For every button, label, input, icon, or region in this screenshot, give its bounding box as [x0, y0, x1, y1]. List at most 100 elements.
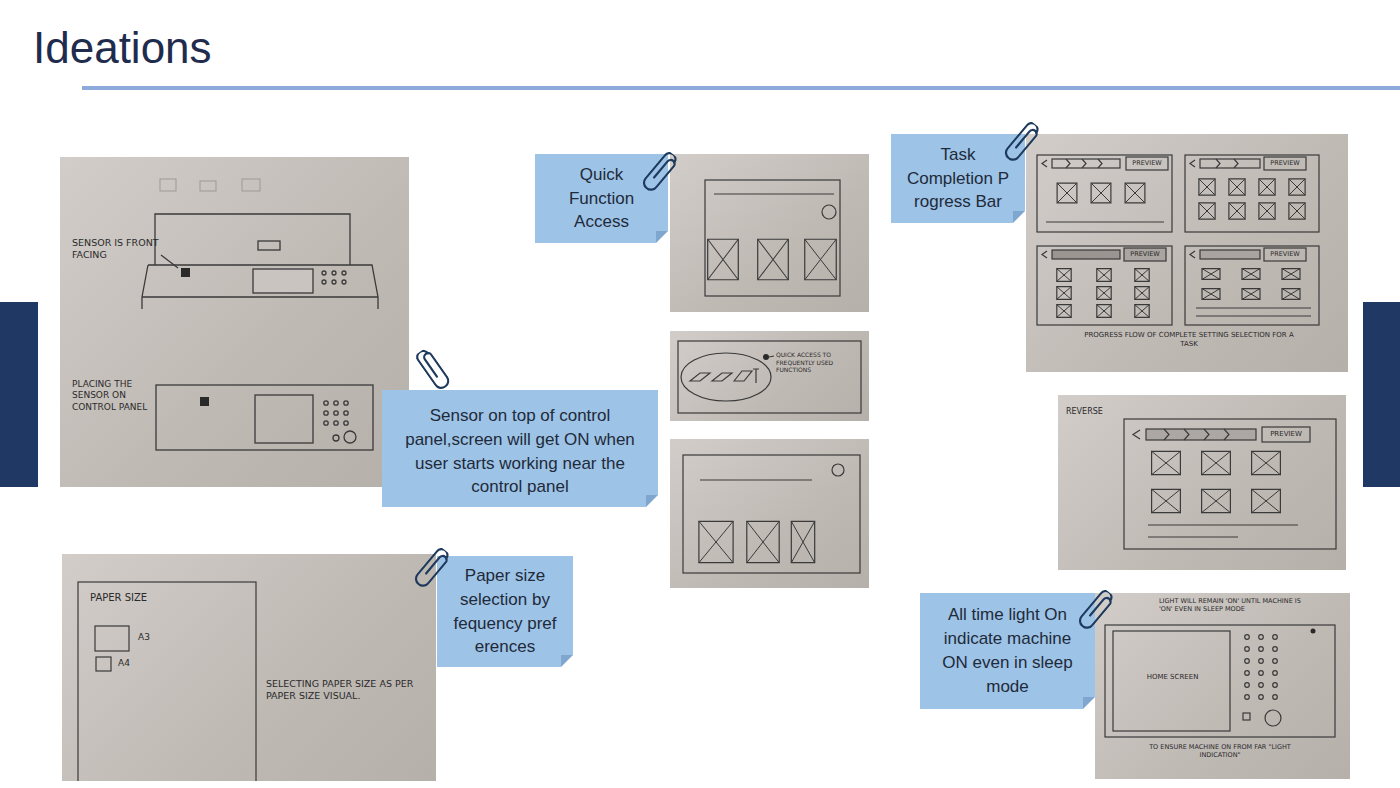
sketch-stroke	[1245, 647, 1250, 652]
sketch-stroke	[332, 271, 336, 275]
sketch-stroke	[161, 255, 178, 268]
handwritten-note: PREVIEW	[1264, 157, 1306, 170]
sketch-stroke	[1245, 683, 1250, 688]
sketch-stroke	[1190, 251, 1195, 258]
handwritten-note: PREVIEW	[1124, 248, 1166, 261]
sketch-stroke	[181, 268, 190, 277]
sketch-stroke	[747, 521, 779, 562]
sketch-stroke	[678, 341, 861, 413]
sticky-note: Sensor on top of control panel,screen wi…	[382, 390, 658, 507]
sketch-photo: QUICK ACCESS TO FREQUENTLY USED FUNCTION…	[670, 331, 869, 421]
sketch-stroke	[253, 269, 313, 293]
sketch-stroke	[705, 180, 840, 296]
text-slot: SENSOR IS FRONT FACING	[72, 237, 160, 261]
sketch-stroke	[142, 214, 378, 450]
quick-access-sketch	[670, 331, 869, 421]
handwritten-note: HOME SCREEN	[1130, 673, 1215, 682]
sketch-stroke	[1273, 659, 1278, 664]
sketch-stroke	[1185, 155, 1319, 232]
sketch-stroke	[1037, 155, 1319, 325]
sketch-stroke	[1265, 710, 1281, 726]
sketch-stroke	[1199, 203, 1215, 219]
sketch-stroke	[700, 479, 812, 480]
text-slot: REVERSE	[1066, 407, 1122, 417]
text-slot: LIGHT WILL REMAIN 'ON' UNTIL MACHINE IS …	[1159, 597, 1309, 613]
sketch-stroke	[1152, 451, 1181, 474]
sketch-stroke	[712, 373, 732, 381]
sketch-stroke	[1252, 451, 1281, 474]
handwritten-note: PREVIEW	[1262, 427, 1310, 442]
sketch-stroke	[1200, 250, 1260, 259]
sketch-stroke	[678, 341, 861, 413]
sketch-stroke	[1124, 419, 1336, 549]
sketch-stroke	[1243, 713, 1250, 720]
sketch-stroke	[255, 395, 313, 443]
sticky-text: Quick Function Access	[545, 163, 658, 234]
sketch-stroke	[1259, 695, 1264, 700]
sketch-stroke	[683, 455, 860, 573]
sketch-stroke	[1245, 695, 1250, 700]
sketch-stroke	[142, 265, 378, 309]
paperclip	[641, 151, 679, 193]
sketch-stroke	[1259, 683, 1264, 688]
sketch-stroke	[1289, 179, 1305, 195]
sketch-stroke	[160, 179, 176, 191]
sketch-photo: PAPER SIZEA3A4SELECTING PAPER SIZE AS PE…	[62, 554, 436, 781]
sketch-stroke	[1042, 160, 1047, 167]
sketch-stroke	[1245, 671, 1250, 676]
text-slot: PREVIEW	[1126, 157, 1168, 170]
sketch-stroke	[332, 280, 336, 284]
sketch-stroke	[1273, 683, 1278, 688]
text-slot: PROGRESS FLOW OF COMPLETE SETTING SELECT…	[1082, 331, 1296, 349]
sketch-stroke	[1202, 289, 1220, 300]
sketch-stroke	[1057, 183, 1077, 203]
sketch-stroke	[681, 353, 771, 401]
sketch-stroke	[1242, 269, 1260, 280]
text-slot: PLACING THE SENSOR ON CONTROL PANEL	[72, 379, 152, 413]
sketch-stroke	[96, 657, 111, 671]
quick-access-sketch	[670, 154, 869, 312]
sketch-stroke	[714, 193, 834, 194]
sketch-stroke	[1152, 489, 1181, 512]
handwritten-note: REVERSE	[1066, 407, 1122, 417]
sketch-stroke	[342, 271, 346, 275]
sketch-stroke	[670, 439, 869, 588]
text-slot: PREVIEW	[1264, 248, 1306, 261]
control-panel-sketch	[1095, 593, 1350, 779]
sketch-stroke	[1037, 246, 1172, 325]
handwritten-note: QUICK ACCESS TO FREQUENTLY USED FUNCTION…	[776, 351, 860, 374]
sketch-stroke	[1097, 305, 1111, 318]
sketch-stroke	[200, 181, 216, 191]
sketch-stroke	[1046, 221, 1164, 222]
sketch-stroke	[734, 371, 752, 381]
sketch-stroke	[78, 582, 256, 781]
sketch-stroke	[1252, 489, 1281, 512]
sticky-note: Paper size selection by fequency pref er…	[437, 556, 573, 667]
printer-sketch	[60, 157, 409, 487]
sketch-stroke	[95, 626, 129, 651]
sketch-stroke	[1148, 536, 1238, 537]
sketch-photo: SENSOR IS FRONT FACING PLACING THE SENSOR…	[60, 157, 409, 487]
sketch-stroke	[1052, 250, 1120, 259]
sketch-stroke	[1200, 159, 1260, 168]
text-slot: PREVIEW	[1264, 157, 1306, 170]
sticky-note: Quick Function Access	[535, 154, 668, 243]
sketch-stroke	[1148, 524, 1298, 525]
sketch-stroke	[324, 401, 328, 405]
sketch-stroke	[1273, 647, 1278, 652]
sketch-stroke	[1273, 635, 1278, 640]
sketch-stroke	[1164, 429, 1229, 440]
sketch-stroke	[1242, 289, 1260, 300]
sketch-stroke	[333, 435, 339, 441]
reverse-sketch	[1058, 395, 1346, 570]
title-rule	[82, 86, 1400, 90]
sketch-stroke	[822, 205, 836, 219]
sketch-stroke	[156, 385, 373, 450]
sketch-stroke	[1125, 183, 1145, 203]
sketch-stroke	[758, 239, 789, 280]
sketch-stroke	[342, 280, 346, 284]
handwritten-note: PAPER SIZE	[90, 592, 220, 605]
text-slot: PAPER SIZE	[90, 592, 220, 605]
text-slot: A3	[138, 632, 168, 643]
sketch-stroke	[1135, 305, 1149, 318]
